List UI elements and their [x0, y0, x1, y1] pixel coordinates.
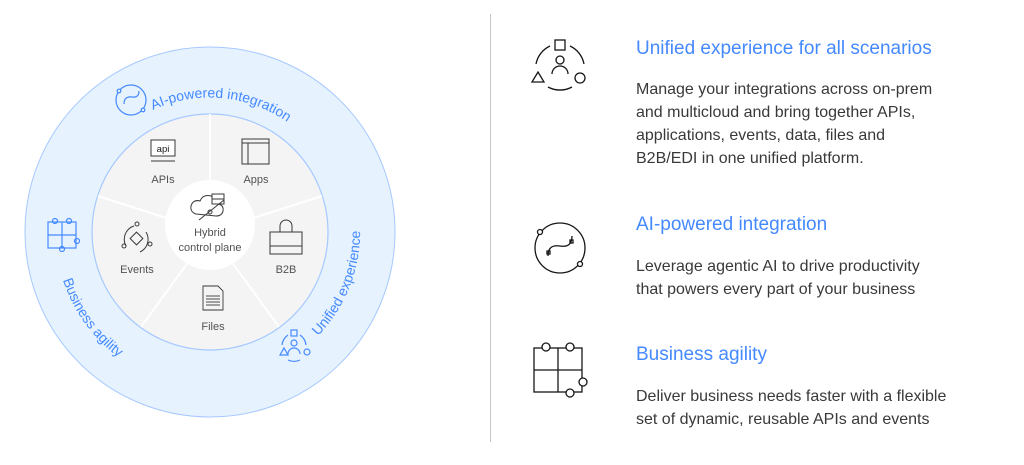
puzzle-icon [533, 342, 588, 398]
center-label-line2: control plane [179, 242, 242, 254]
feature-title: Unified experience for all scenarios [636, 38, 932, 59]
description-line: B2B/EDI in one unified platform. [636, 150, 864, 167]
description-line: that powers every part of your business [636, 281, 916, 298]
sector-apps: Apps [243, 174, 269, 186]
sector-b2b: B2B [276, 264, 297, 276]
ai-integration-ring-icon [115, 84, 147, 116]
integration-diagram: Hybrid control plane api APIs Apps B2B F… [24, 46, 396, 418]
description-line: applications, events, data, files and [636, 127, 886, 144]
description-line: Manage your integrations across on-prem [636, 81, 933, 98]
hybrid-cloud-icon [190, 193, 225, 221]
feature-title: Business agility [636, 344, 767, 365]
unified-ring-icon [278, 329, 311, 362]
feature-description: Deliver business needs faster with a fle… [636, 385, 946, 431]
center-hub [165, 180, 255, 270]
description-line: Leverage agentic AI to drive productivit… [636, 258, 920, 275]
column-divider [490, 14, 491, 442]
app-window-icon [241, 138, 270, 165]
sector-files: Files [201, 321, 225, 333]
feature-description: Leverage agentic AI to drive productivit… [636, 255, 920, 301]
sector-apis: APIs [151, 174, 175, 186]
api-icon: api [150, 139, 176, 162]
events-icon [121, 221, 153, 253]
feature-description: Manage your integrations across on-prem … [636, 78, 932, 170]
briefcase-icon [269, 219, 303, 255]
document-icon [202, 285, 224, 311]
description-line: set of dynamic, reusable APIs and events [636, 411, 930, 428]
sector-events: Events [120, 264, 154, 276]
puzzle-ring-icon [47, 217, 81, 253]
unified-experience-icon [530, 39, 586, 91]
center-label-line1: Hybrid [194, 227, 226, 239]
feature-title: AI-powered integration [636, 214, 828, 235]
description-line: Deliver business needs faster with a fle… [636, 388, 947, 405]
description-line: and multicloud and bring together APIs, [636, 104, 916, 121]
ai-integration-icon [534, 222, 586, 274]
api-icon-text: api [157, 144, 170, 155]
